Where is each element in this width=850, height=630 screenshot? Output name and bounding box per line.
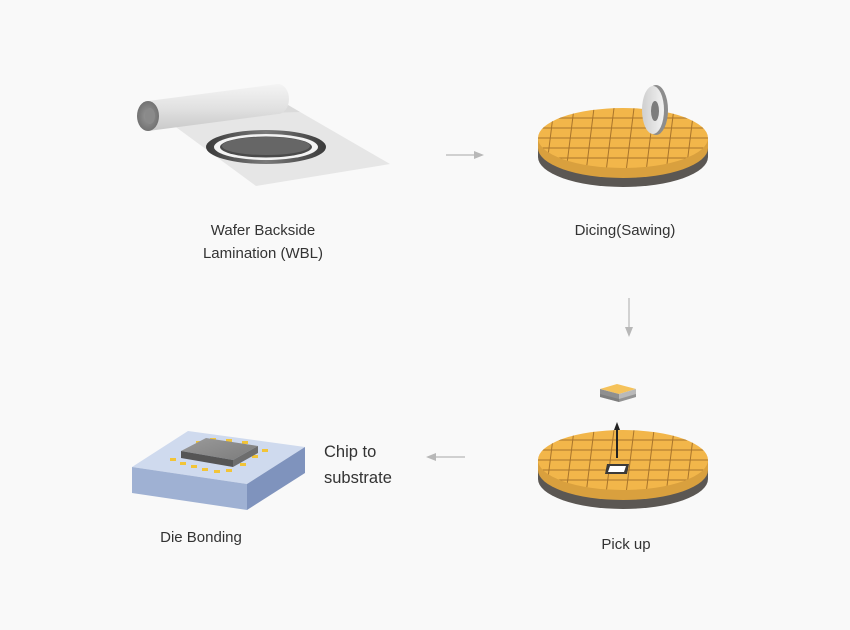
pickup-illustration xyxy=(538,384,708,509)
annotation-chip-to-substrate: Chip to substrate xyxy=(324,439,434,491)
step-label-pickup: Pick up xyxy=(601,536,651,553)
step-label-dicing: Dicing(Sawing) xyxy=(574,222,676,239)
annotation-chip-to-substrate-line1: Chip to xyxy=(324,443,377,461)
step-label-die-bonding: Die Bonding xyxy=(160,529,242,546)
dicing-illustration xyxy=(538,85,708,187)
wbl-illustration xyxy=(137,84,390,186)
arrow-dicing-to-pickup xyxy=(625,298,633,337)
step-label-wbl: Wafer Backside Lamination (WBL) xyxy=(188,219,338,265)
die-bonding-illustration xyxy=(132,431,305,510)
annotation-chip-to-substrate-line2: substrate xyxy=(324,469,392,487)
arrow-wbl-to-dicing xyxy=(446,151,484,159)
step-label-wbl-line1: Wafer Backside xyxy=(210,222,316,239)
arrow-pickup-to-bonding xyxy=(426,453,465,461)
step-label-wbl-line2: Lamination (WBL) xyxy=(202,245,324,262)
